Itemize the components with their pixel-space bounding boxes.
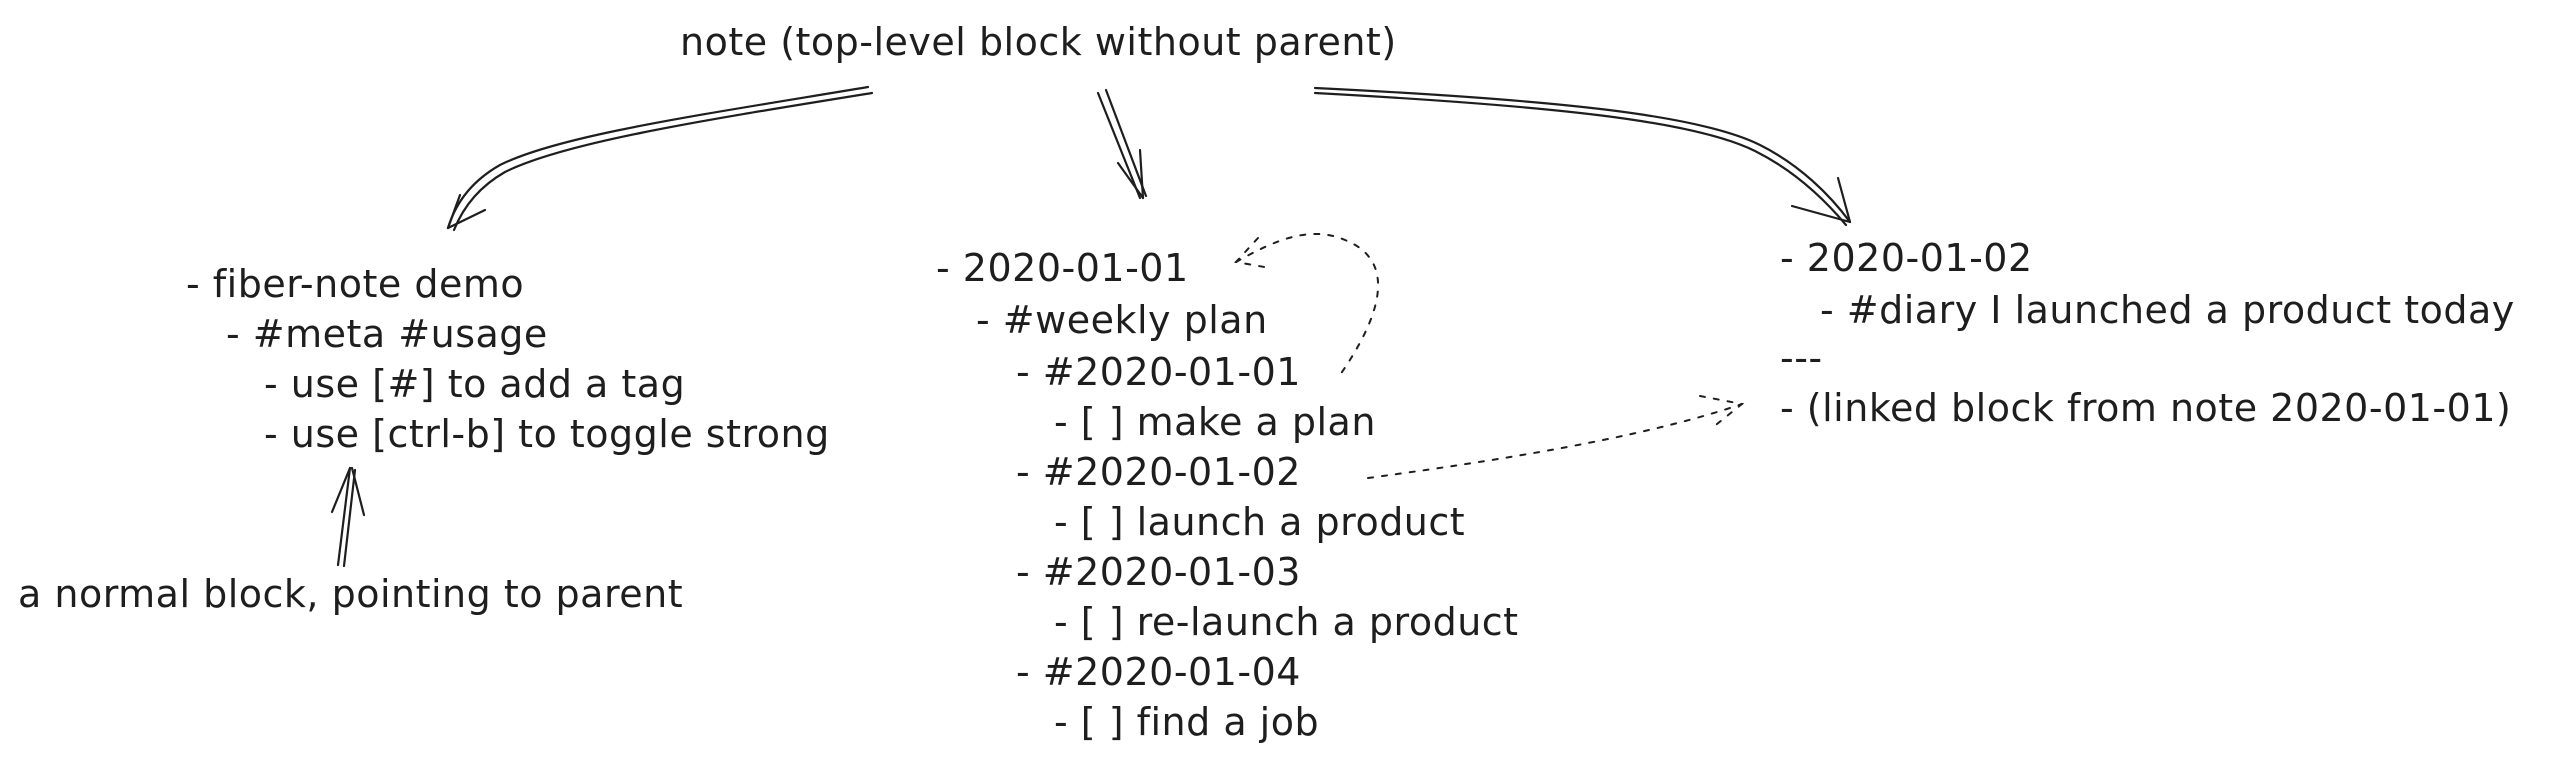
dotted-link-to-linked-block <box>1367 403 1743 479</box>
middle-list-item: - 2020-01-01 <box>936 246 1189 290</box>
middle-list-item: - #2020-01-04 <box>1016 650 1301 694</box>
left-list-item: - use [ctrl-b] to toggle strong <box>264 412 830 456</box>
middle-list-item: - #2020-01-02 <box>1016 450 1301 494</box>
arrow-caption-to-parent <box>330 466 366 568</box>
left-list-item: - #meta #usage <box>226 312 548 356</box>
arrow-root-to-middle <box>1096 88 1148 200</box>
root-note-title: note (top-level block without parent) <box>680 20 1397 64</box>
arrow-root-to-right <box>1313 86 1852 227</box>
left-list-item: - fiber-note demo <box>186 262 525 306</box>
right-list-item: - (linked block from note 2020-01-01) <box>1780 386 2512 430</box>
right-list-separator: --- <box>1780 336 1823 380</box>
middle-list-item: - [ ] find a job <box>1054 700 1320 744</box>
right-list-item: - 2020-01-02 <box>1780 236 2033 280</box>
middle-list-item: - #2020-01-01 <box>1016 350 1301 394</box>
normal-block-caption: a normal block, pointing to parent <box>18 572 684 616</box>
right-list-item: - #diary I launched a product today <box>1820 288 2515 332</box>
dotted-link-date-self <box>1235 232 1380 376</box>
arrow-root-to-left <box>446 85 874 232</box>
dotted-link-linked-arrowhead <box>1699 395 1745 429</box>
middle-list-item: - #2020-01-03 <box>1016 550 1301 594</box>
middle-list-item: - [ ] make a plan <box>1054 400 1376 444</box>
dotted-link-arrowhead <box>1234 237 1271 269</box>
middle-list-item: - [ ] launch a product <box>1054 500 1466 544</box>
middle-list-item: - [ ] re-launch a product <box>1054 600 1519 644</box>
left-list-item: - use [#] to add a tag <box>264 362 686 406</box>
middle-list-item: - #weekly plan <box>976 298 1268 342</box>
